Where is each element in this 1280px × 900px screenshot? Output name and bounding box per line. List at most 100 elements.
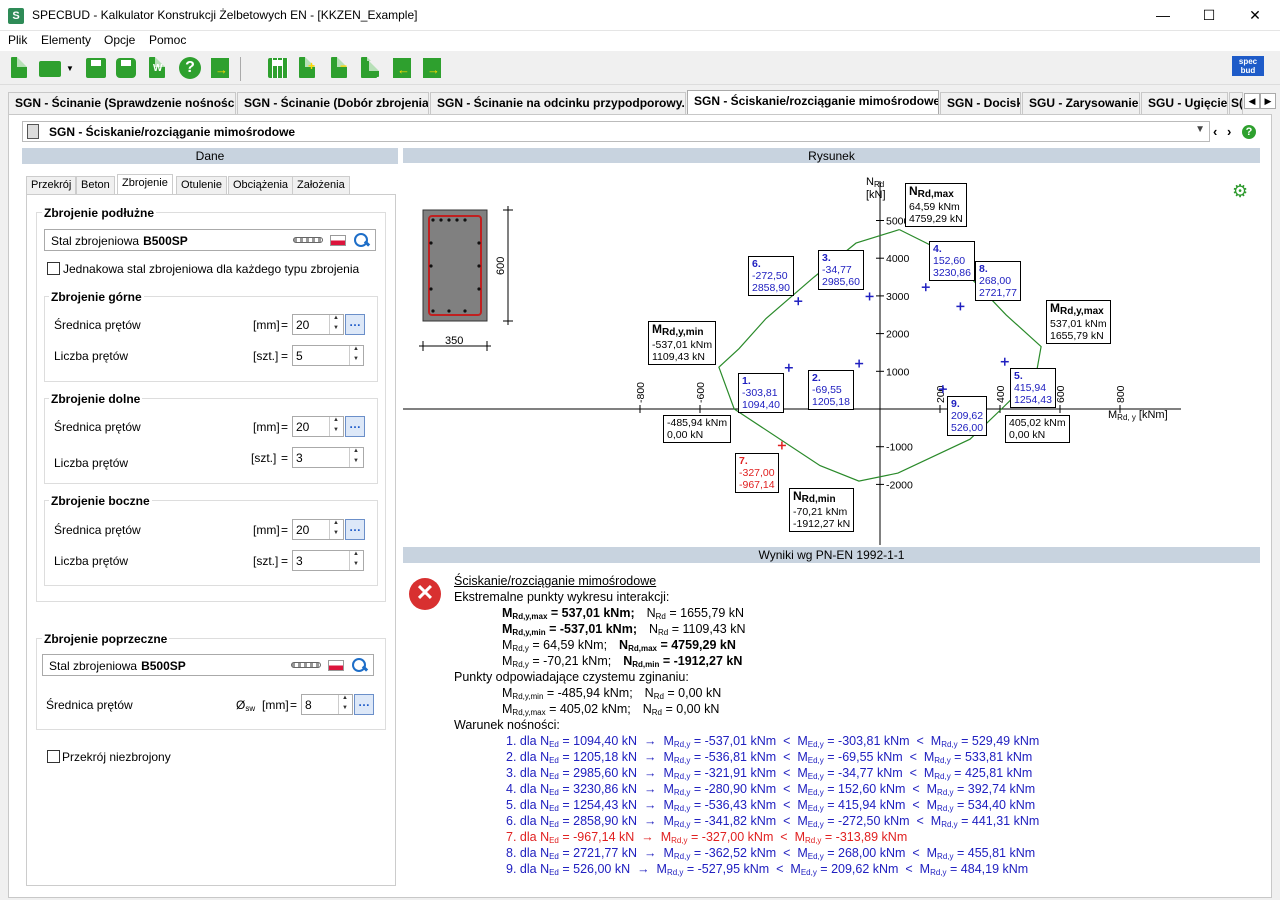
subtab-przekroj[interactable]: Przekrój [26, 176, 77, 194]
side-dia-more-button[interactable]: … [345, 519, 365, 540]
top-dia-spinner[interactable]: 20 [292, 314, 344, 335]
cross-section: 350 600 [419, 206, 513, 351]
extreme-line: MRd,y,max = 537,01 kNm;NRd = 1655,79 kN [502, 606, 744, 621]
side-count-spinner[interactable]: 3 [292, 550, 364, 571]
condition-line: 7. dla NEd = -967,14 kN → MRd,y = -327,0… [506, 830, 908, 845]
remove-element-icon[interactable]: − [328, 55, 352, 81]
unreinforced-checkbox[interactable] [47, 750, 60, 763]
eq-sign: = [281, 451, 289, 465]
close-button[interactable]: ✕ [1249, 7, 1261, 23]
tab-sgu-ugiecie[interactable]: SGU - Ugięcie [1141, 92, 1228, 114]
bottom-dia-more-button[interactable]: … [345, 416, 365, 437]
menu-pomoc[interactable]: Pomoc [149, 33, 187, 47]
longitudinal-title: Zbrojenie podłużne [42, 206, 156, 220]
element-selector[interactable]: SGN - Ściskanie/rozciąganie mimośrodowe … [22, 121, 1210, 142]
spinner-arrows-icon[interactable] [349, 551, 363, 570]
settings-gear-icon[interactable]: ⚙ [1232, 181, 1249, 201]
extreme-line: MRd,y = 64,59 kNm;NRd,max = 4759,29 kN [502, 638, 736, 653]
help-icon-header[interactable]: ? [1242, 125, 1256, 139]
calc-grid-icon[interactable] [266, 55, 290, 81]
point-m: -327,00 [739, 467, 775, 479]
menu-plik[interactable]: Plik [8, 33, 28, 47]
tab-scroll-left-icon[interactable]: ◀ [1244, 93, 1260, 109]
menu-opcje[interactable]: Opcje [104, 33, 136, 47]
next-element-icon[interactable]: › [1227, 124, 1232, 139]
minimize-button[interactable]: — [1156, 7, 1170, 23]
tab-sgn-docisk[interactable]: SGN - Docisk [940, 92, 1021, 114]
new-icon[interactable] [8, 55, 32, 81]
menu-elementy[interactable]: Elementy [41, 33, 92, 47]
subtab-zbrojenie[interactable]: Zbrojenie [117, 174, 173, 195]
moment-value: MRd,y,min = -537,01 kNm; [502, 622, 637, 637]
add-element-icon[interactable]: + [296, 55, 320, 81]
moment-value: MRd,y,max = 537,01 kNm; [502, 606, 635, 621]
n-tick-label: 5000 [886, 216, 910, 228]
prev-element-icon[interactable]: ‹ [1213, 124, 1218, 139]
subtab-beton[interactable]: Beton [76, 176, 115, 194]
tab-sgn-scinanie-dobor[interactable]: SGN - Ścinanie (Dobór zbrojenia) [237, 92, 429, 114]
trans-dia-more-button[interactable]: … [354, 694, 374, 715]
spinner-arrows-icon[interactable] [329, 417, 343, 436]
point-m: 268,00 [979, 275, 1012, 287]
moment-value: MRd,y = -70,21 kNm; [502, 654, 612, 669]
bottom-count-spinner[interactable]: 3 [292, 447, 364, 468]
window-title: SPECBUD - Kalkulator Konstrukcji Żelbeto… [32, 8, 418, 22]
export-word-icon[interactable]: W [146, 55, 170, 81]
subtab-otulenie[interactable]: Otulenie [176, 176, 227, 194]
export-icon[interactable]: → [420, 55, 444, 81]
toolbar-separator [240, 57, 241, 81]
search-icon[interactable] [351, 657, 368, 674]
open-dropdown-icon[interactable]: ▼ [66, 64, 74, 73]
bottom-dia-spinner[interactable]: 20 [292, 416, 344, 437]
tab-sgn-scinanie-odcinek[interactable]: SGN - Ścinanie na odcinku przypodporowy.… [430, 92, 686, 114]
condition-line: 4. dla NEd = 3230,86 kN → MRd,y = -280,9… [506, 782, 1036, 797]
tab-sgn-sciskanie[interactable]: SGN - Ściskanie/rozciąganie mimośrodowe [687, 90, 939, 115]
exit-icon[interactable]: → [208, 55, 232, 81]
search-icon[interactable] [353, 232, 370, 249]
specbud-logo: spec bud [1232, 56, 1264, 76]
print-icon[interactable] [114, 55, 138, 81]
error-icon: ✕ [409, 578, 441, 610]
stirrup [428, 215, 482, 316]
n-tick-label: 3000 [886, 291, 910, 303]
save-icon[interactable] [84, 55, 108, 81]
force-value: NRd,max = 4759,29 kN [619, 638, 736, 653]
mrd-min-value: MRd,y = -321,91 kNm < [663, 766, 798, 781]
subtab-obciazenia[interactable]: Obciążenia [228, 176, 294, 194]
top-count-spinner[interactable]: 5 [292, 345, 364, 366]
n-tick-label: -1000 [886, 442, 913, 454]
top-dia-more-button[interactable]: … [345, 314, 365, 335]
open-icon[interactable] [38, 55, 62, 81]
spinner-arrows-icon[interactable] [329, 315, 343, 334]
point-n: 1094,40 [742, 399, 780, 411]
point-label-7: 7.-327,00-967,14 [735, 453, 779, 493]
subtab-zalozenia[interactable]: Założenia [292, 176, 350, 194]
trans-dia-spinner[interactable]: 8 [301, 694, 353, 715]
help-icon[interactable]: ? [178, 55, 202, 81]
spinner-arrows-icon[interactable] [329, 520, 343, 539]
spinner-arrows-icon[interactable] [349, 346, 363, 365]
extreme-n: 1109,43 kN [652, 351, 705, 363]
tab-scroll-right-icon[interactable]: ▶ [1260, 93, 1276, 109]
spinner-arrows-icon[interactable] [338, 695, 352, 714]
spinner-arrows-icon[interactable] [349, 448, 363, 467]
import-icon[interactable]: ← [390, 55, 414, 81]
extreme-m: -485,94 kNm [667, 417, 728, 429]
tab-overflow[interactable]: S( [1229, 92, 1243, 114]
copy-element-icon[interactable] [358, 55, 382, 81]
extreme-label-nmin: NRd,min-70,21 kNm-1912,27 kN [789, 488, 855, 532]
mrd-max-value: MRd,y = 441,31 kNm [930, 814, 1040, 829]
side-dia-spinner[interactable]: 20 [292, 519, 344, 540]
tab-sgn-scinanie-sprawdzenie[interactable]: SGN - Ścinanie (Sprawdzenie nośności) [8, 92, 236, 114]
maximize-button[interactable]: ☐ [1202, 7, 1216, 23]
tab-sgu-zarysowanie[interactable]: SGU - Zarysowanie [1022, 92, 1140, 114]
point-no: 6. [752, 258, 761, 270]
point-no: 2. [812, 372, 821, 384]
chevron-down-icon[interactable]: ▼ [1195, 124, 1205, 135]
same-steel-checkbox[interactable] [47, 262, 60, 275]
extreme-name: MRd,y,max [1050, 301, 1104, 317]
